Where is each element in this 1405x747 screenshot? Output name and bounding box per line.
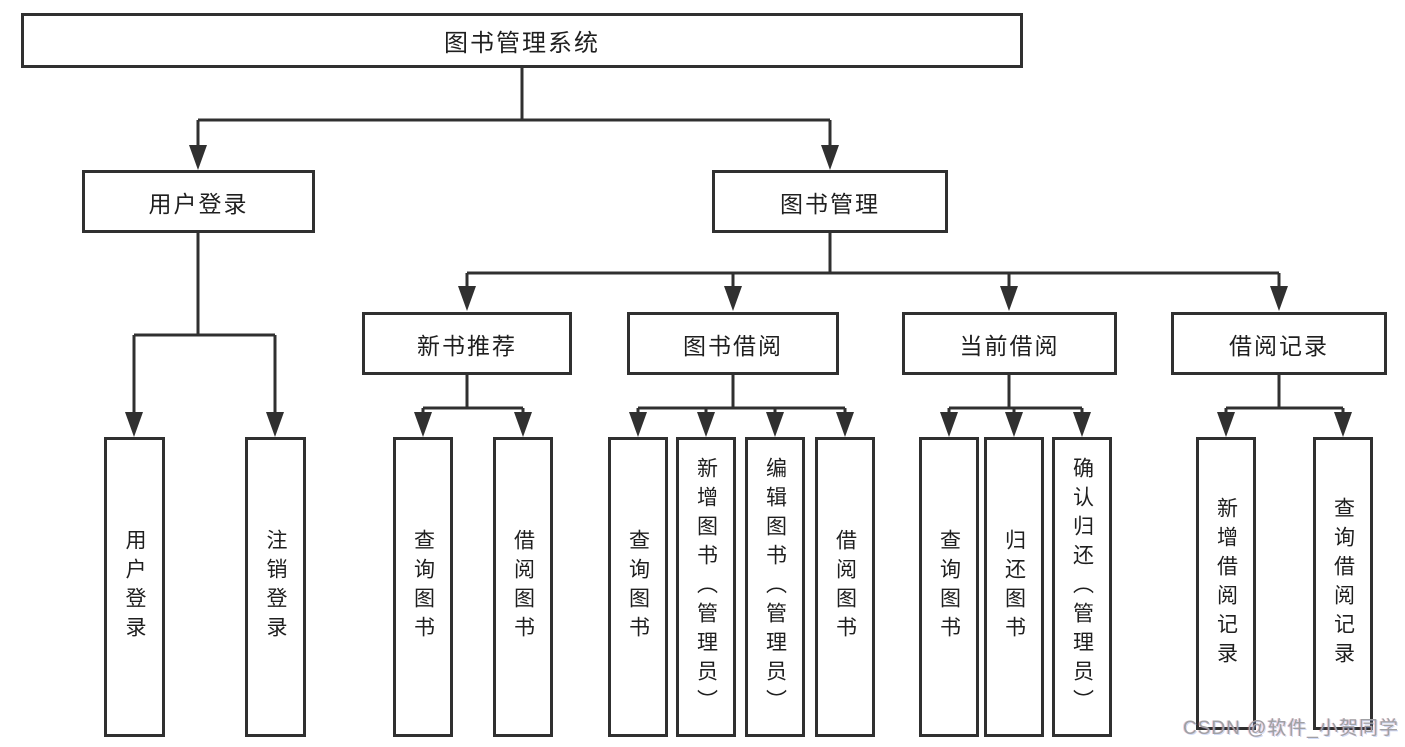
leaf-user-login: 用户登录 [104,437,165,737]
leaf-add-borrow-record: 新增借阅记录 [1196,437,1256,730]
leaf-return-book: 归还图书 [984,437,1044,737]
leaf-query-book-current: 查询图书 [919,437,979,737]
leaf-add-book-admin: 新增图书（管理员） [676,437,736,737]
csdn-watermark: CSDN @软件_小贺同学 [1183,718,1399,739]
node-book-borrow: 图书借阅 [627,312,839,375]
node-current-borrow: 当前借阅 [902,312,1117,375]
leaf-logout: 注销登录 [245,437,306,737]
node-book-management: 图书管理 [712,170,948,233]
leaf-edit-book-admin: 编辑图书（管理员） [745,437,805,737]
leaf-query-borrow-record: 查询借阅记录 [1313,437,1373,730]
leaf-confirm-return-admin: 确认归还（管理员） [1052,437,1112,737]
node-user-login: 用户登录 [82,170,315,233]
leaf-query-book-recommend: 查询图书 [393,437,453,737]
node-borrow-records: 借阅记录 [1171,312,1387,375]
node-library-management-system: 图书管理系统 [21,13,1023,68]
node-new-book-recommend: 新书推荐 [362,312,572,375]
leaf-borrow-book-recommend: 借阅图书 [493,437,553,737]
leaf-borrow-book: 借阅图书 [815,437,875,737]
leaf-query-book-borrow: 查询图书 [608,437,668,737]
